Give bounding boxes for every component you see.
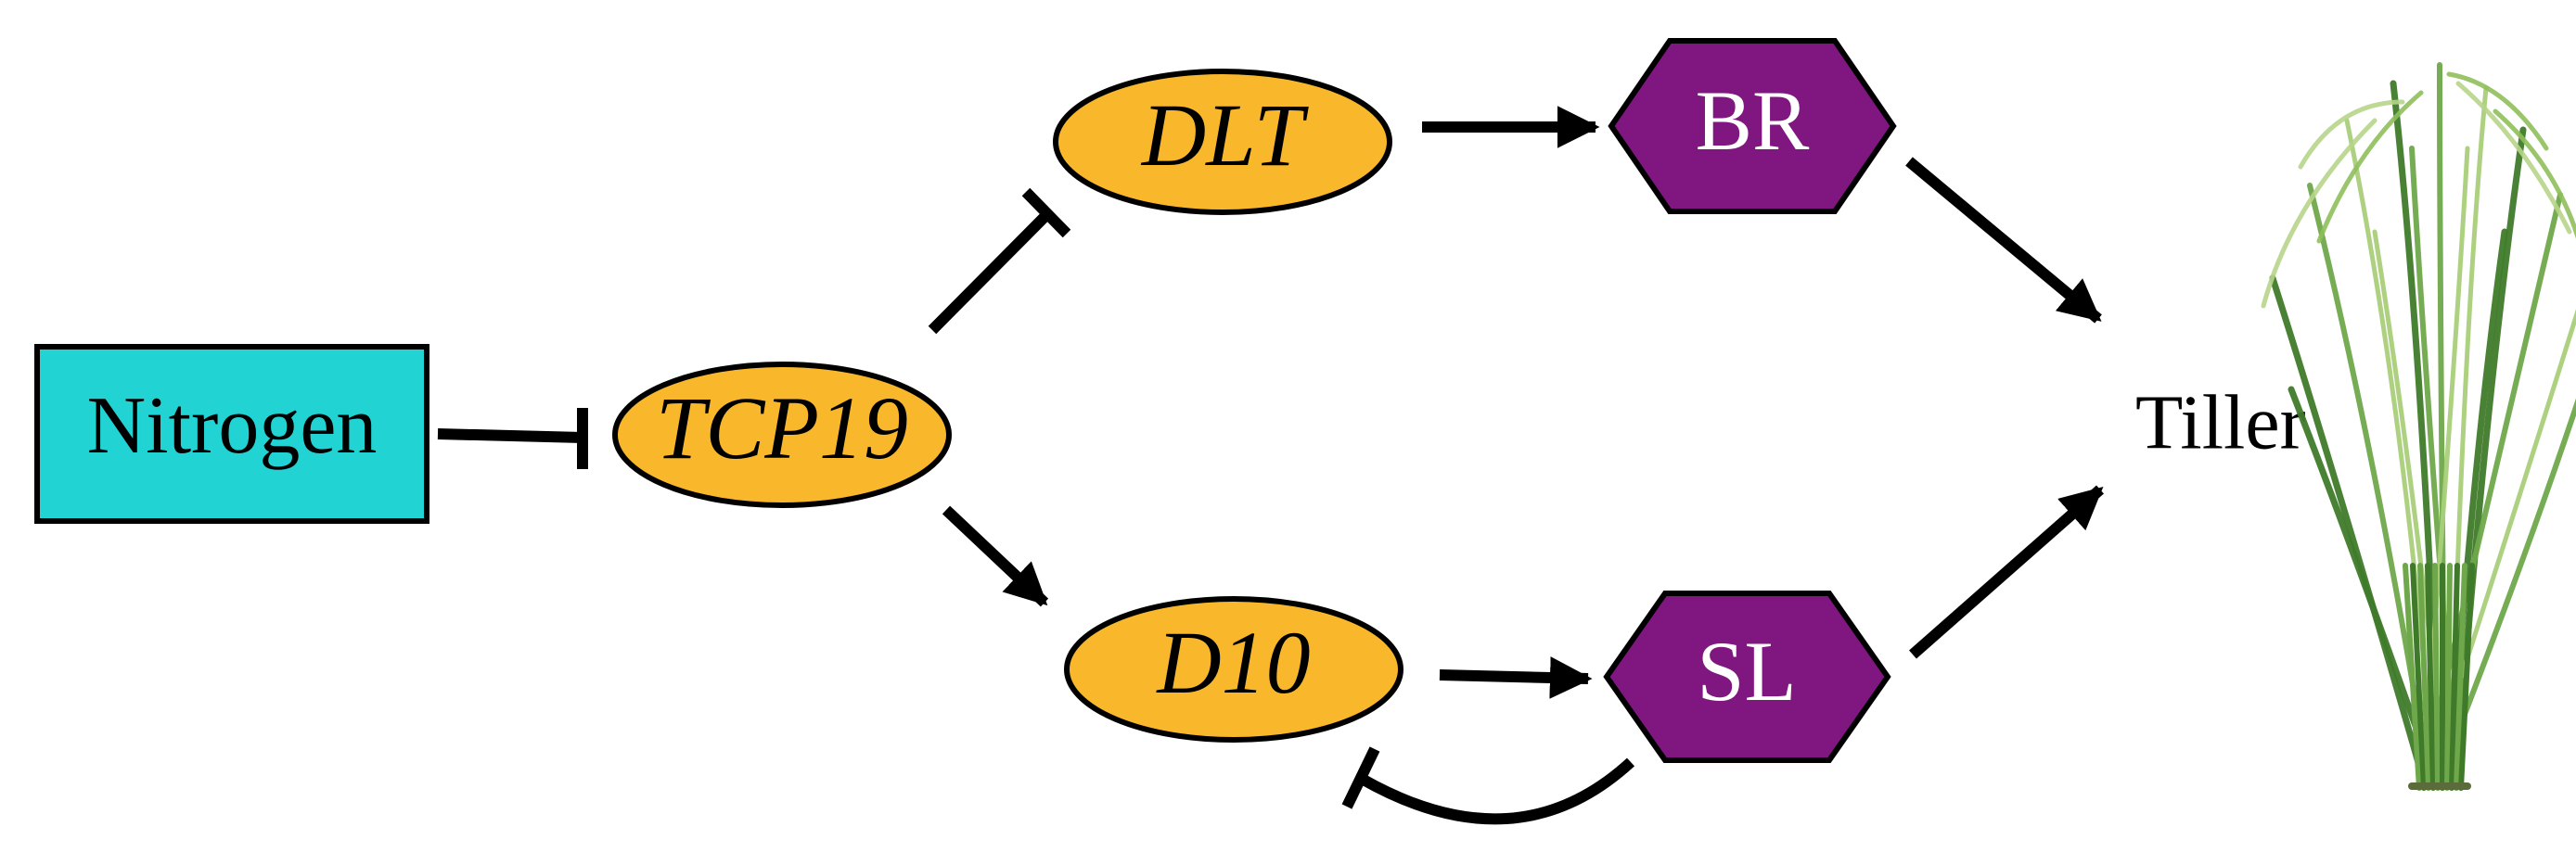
nitrogen-label: Nitrogen (87, 381, 378, 471)
sl-label: SL (1697, 624, 1796, 718)
dlt-label: DLT (1140, 85, 1310, 184)
br-label: BR (1696, 73, 1810, 168)
tcp19-node: TCP19 (612, 362, 952, 508)
edge-br-promotes-tiller (1905, 157, 2102, 324)
tcp19-label: TCP19 (656, 378, 908, 477)
nitrogen-node: Nitrogen (34, 344, 429, 524)
tiller-label: Tiller (2135, 379, 2306, 465)
edge-tcp19-inhibits-dlt (928, 187, 1071, 335)
d10-node: D10 (1064, 596, 1403, 743)
dlt-node: DLT (1053, 69, 1392, 215)
edge-tcp19-activates-d10 (942, 505, 1049, 607)
rice-plant-icon (2261, 62, 2576, 791)
sl-node: SL (1603, 591, 1891, 763)
edge-d10-activates-sl (1439, 656, 1593, 699)
d10-label: D10 (1155, 613, 1310, 712)
edge-sl-promotes-tiller (1909, 485, 2104, 659)
edge-nitrogen-inhibits-tcp19 (437, 408, 588, 469)
br-node: BR (1608, 38, 1897, 214)
edge-sl-feedback-inhibits-d10 (1341, 746, 1635, 825)
